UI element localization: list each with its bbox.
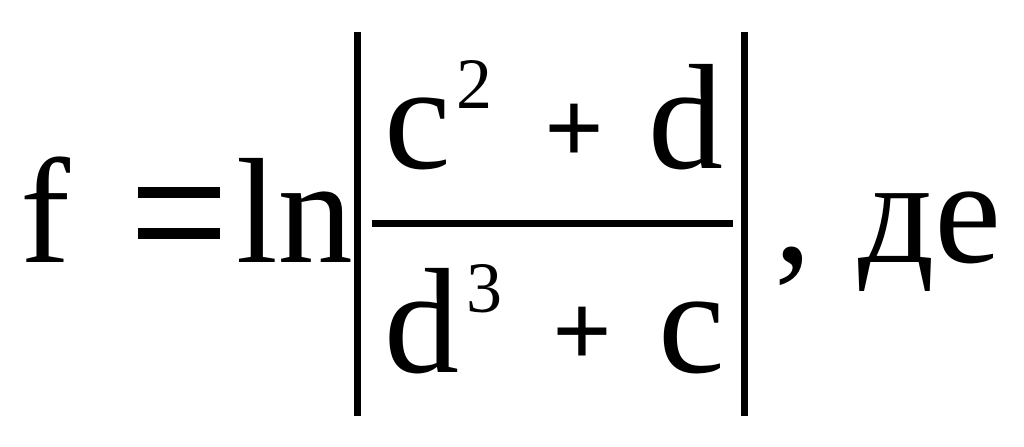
denominator-term: c bbox=[658, 239, 725, 405]
numerator-operator: + bbox=[544, 69, 604, 186]
abs-bar-right bbox=[741, 32, 748, 416]
abs-bar-left bbox=[354, 32, 361, 416]
comma: , bbox=[774, 129, 812, 295]
numerator-exponent: 2 bbox=[456, 44, 492, 124]
numerator: c 2 + d bbox=[384, 35, 723, 201]
denominator-base: d bbox=[384, 239, 459, 405]
numerator-base: c bbox=[384, 35, 451, 201]
trailing-word: де bbox=[858, 129, 1001, 295]
lhs-variable: f bbox=[20, 129, 70, 295]
equals-sign: = bbox=[138, 187, 220, 239]
fraction-line bbox=[372, 220, 733, 227]
denominator: d 3 + c bbox=[384, 239, 725, 405]
function-name-ln: ln bbox=[236, 129, 353, 295]
denominator-operator: + bbox=[552, 272, 612, 389]
numerator-term: d bbox=[648, 35, 723, 201]
denominator-exponent: 3 bbox=[466, 248, 502, 328]
